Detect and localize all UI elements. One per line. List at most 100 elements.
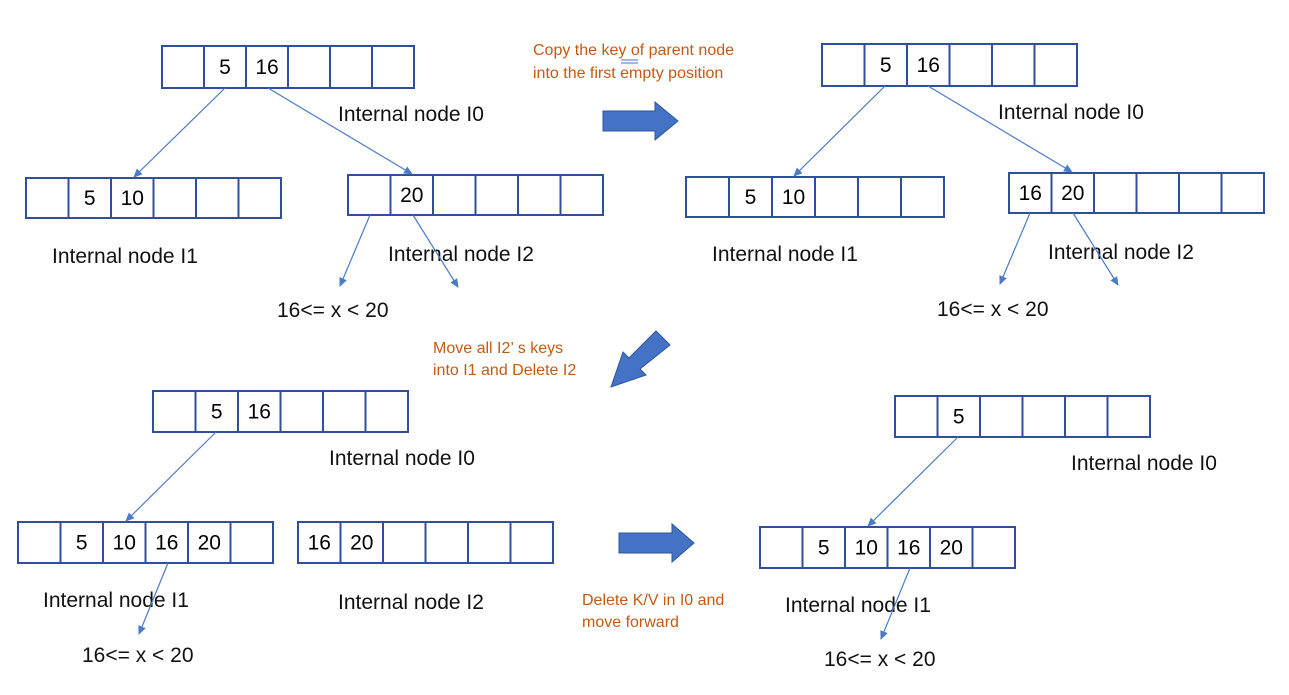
key-range-label: 16<= x < 20 bbox=[277, 299, 389, 322]
cell-box bbox=[432, 174, 477, 216]
node-cell: 20 bbox=[1050, 172, 1095, 214]
step-move-keys: Move all I2’ s keys into I1 and Delete I… bbox=[433, 330, 671, 388]
node-cell bbox=[371, 45, 415, 89]
node-label: Internal node I0 bbox=[338, 103, 484, 126]
node-label: Internal node I2 bbox=[1048, 241, 1194, 264]
cell-key: 5 bbox=[219, 56, 231, 79]
node-cell: 5 bbox=[59, 521, 104, 564]
node-cell bbox=[1220, 172, 1265, 214]
cell-box bbox=[322, 390, 367, 433]
cell-box bbox=[863, 43, 908, 87]
cell-key: 5 bbox=[880, 54, 892, 77]
node-cell: 10 bbox=[771, 176, 816, 218]
cell-box bbox=[237, 177, 282, 219]
step-note-line: Delete K/V in I0 and bbox=[582, 592, 724, 609]
step-note-line: Copy the key of parent node bbox=[533, 42, 734, 59]
node-cell: 16 bbox=[1008, 172, 1053, 214]
node-i0: 5 16 bbox=[821, 43, 1078, 87]
cell-key: 5 bbox=[818, 537, 830, 560]
cell-key: 5 bbox=[76, 532, 88, 555]
cell-box bbox=[152, 390, 197, 433]
node-label: Internal node I2 bbox=[388, 243, 534, 266]
node-cell: 16 bbox=[297, 521, 342, 564]
cell-box bbox=[759, 526, 804, 569]
node-cell bbox=[991, 43, 1036, 87]
node-cell bbox=[329, 45, 373, 89]
node-cell bbox=[229, 521, 274, 564]
cell-box bbox=[17, 521, 62, 564]
node-cell bbox=[152, 390, 197, 433]
cell-box bbox=[237, 390, 282, 433]
step-delete-kv: Delete K/V in I0 and move forward bbox=[582, 522, 724, 631]
cell-box bbox=[1178, 172, 1223, 214]
cell-box bbox=[161, 45, 205, 89]
node-i0: 5 bbox=[894, 395, 1151, 438]
cell-box bbox=[382, 521, 427, 564]
node-cell: 5 bbox=[801, 526, 846, 569]
cell-box bbox=[347, 174, 392, 216]
cell-key: 20 bbox=[350, 532, 373, 555]
pointer-edge bbox=[138, 562, 169, 635]
cell-box bbox=[509, 521, 554, 564]
node-cell bbox=[1178, 172, 1223, 214]
cell-box bbox=[1220, 172, 1265, 214]
cell-key: 20 bbox=[400, 184, 423, 207]
cell-box bbox=[886, 526, 931, 569]
right-arrow-icon bbox=[618, 522, 695, 564]
node-cell: 5 bbox=[863, 43, 908, 87]
node-cell bbox=[161, 45, 205, 89]
cell-box bbox=[857, 176, 902, 218]
node-label: Internal node I1 bbox=[52, 245, 198, 268]
node-i2: 20 bbox=[347, 174, 604, 216]
step-note-line: into the first empty position bbox=[533, 65, 723, 82]
cell-key: 16 bbox=[917, 54, 940, 77]
cell-key: 16 bbox=[308, 532, 331, 555]
right-arrow-icon bbox=[602, 100, 679, 142]
cell-box bbox=[559, 174, 604, 216]
cell-box bbox=[389, 174, 434, 216]
node-cell: 20 bbox=[389, 174, 434, 216]
node-cell: 10 bbox=[844, 526, 889, 569]
node-cell bbox=[814, 176, 859, 218]
pointer-edge bbox=[880, 567, 911, 640]
cell-box bbox=[1021, 395, 1066, 438]
cell-key: 10 bbox=[121, 187, 144, 210]
cell-key: 5 bbox=[211, 401, 223, 424]
node-cell bbox=[424, 521, 469, 564]
node-cell bbox=[979, 395, 1024, 438]
pointer-edge bbox=[999, 212, 1031, 285]
node-cell: 20 bbox=[339, 521, 384, 564]
node-cell bbox=[971, 526, 1016, 569]
node-cell bbox=[948, 43, 993, 87]
cell-key: 16 bbox=[155, 532, 178, 555]
cell-box bbox=[371, 45, 415, 89]
step-note-line: into I1 and Delete I2 bbox=[433, 362, 576, 379]
cell-box bbox=[424, 521, 469, 564]
cell-box bbox=[948, 43, 993, 87]
node-label: Internal node I2 bbox=[338, 591, 484, 614]
step-copy-key: Copy the key of parent node into the fir… bbox=[533, 42, 734, 142]
step-note-line: Move all I2’ s keys bbox=[433, 340, 563, 357]
node-cell bbox=[467, 521, 512, 564]
cell-box bbox=[991, 43, 1036, 87]
cell-key: 16 bbox=[897, 537, 920, 560]
node-cell bbox=[821, 43, 866, 87]
node-cell bbox=[1106, 395, 1151, 438]
node-cell: 5 bbox=[194, 390, 239, 433]
cell-box bbox=[152, 177, 197, 219]
pointer-edge bbox=[867, 436, 959, 527]
node-cell: 10 bbox=[102, 521, 147, 564]
pointer-edge bbox=[267, 87, 413, 175]
key-range-label: 16<= x < 20 bbox=[824, 648, 936, 671]
cell-box bbox=[364, 390, 409, 433]
cell-key: 16 bbox=[255, 56, 278, 79]
node-cell bbox=[287, 45, 331, 89]
node-cell bbox=[857, 176, 902, 218]
cell-box bbox=[517, 174, 562, 216]
